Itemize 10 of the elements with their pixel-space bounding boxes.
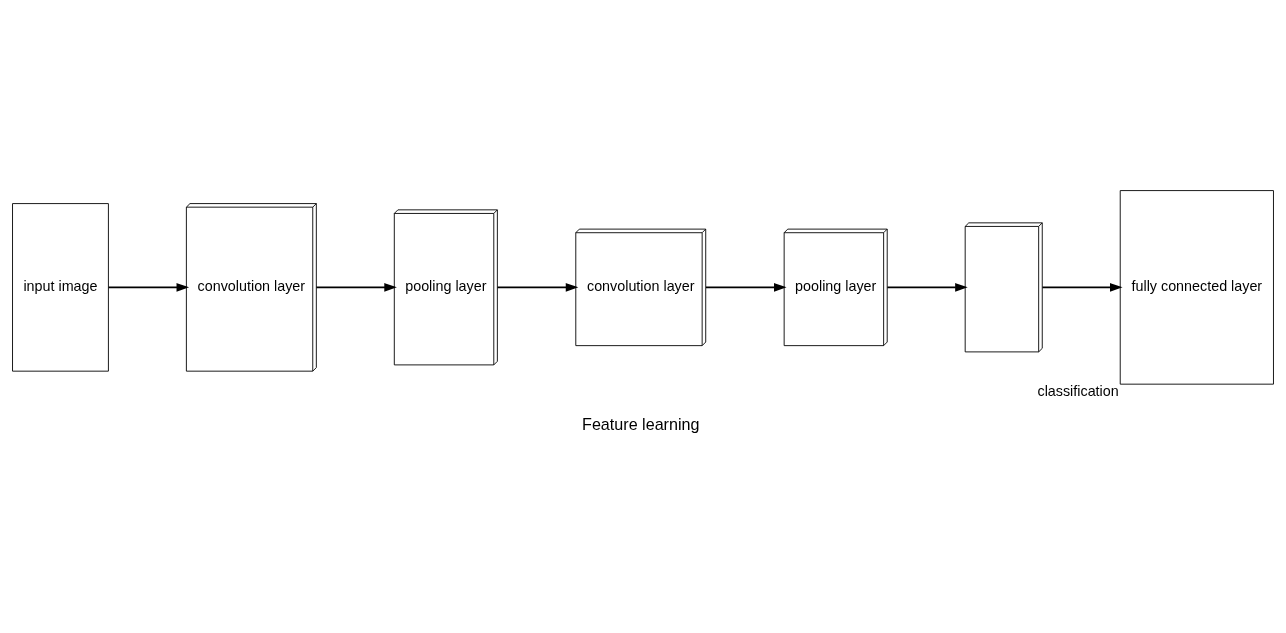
arrow [886,282,968,292]
arrow [1041,282,1123,292]
node-box: fully connected layer [1119,190,1274,385]
node-label: classification [1037,382,1119,399]
label: Feature learning [582,415,700,434]
arrow [705,282,787,292]
arrow [315,282,397,292]
node-box: input image [12,203,109,372]
arrow [107,282,190,292]
arrow [496,282,579,292]
